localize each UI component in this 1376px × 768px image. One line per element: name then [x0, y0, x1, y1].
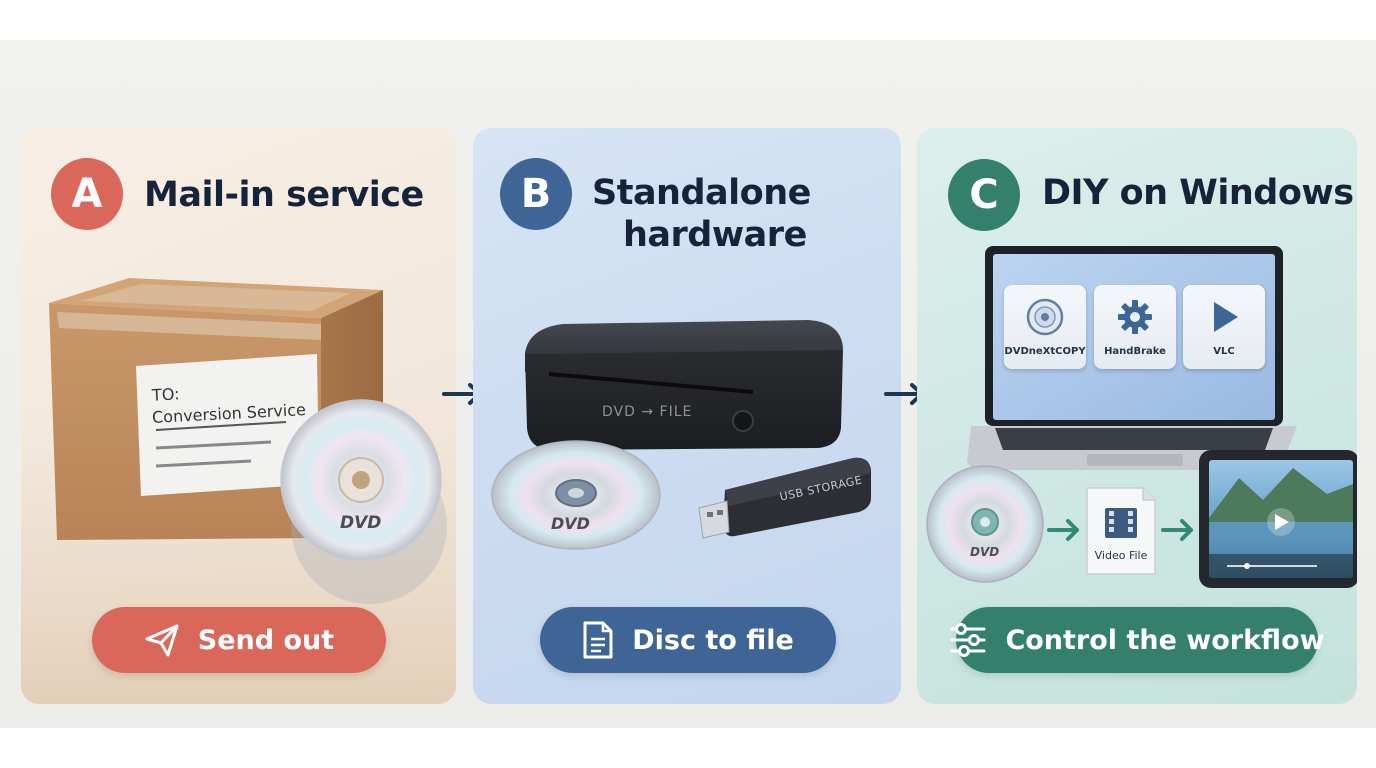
- control-workflow-label: Control the workflow: [1005, 624, 1325, 656]
- app-tile-dvdnextcopy[interactable]: DVDneXtCOPY: [1004, 285, 1086, 369]
- control-workflow-button[interactable]: Control the workflow: [950, 607, 1325, 673]
- app-tile-handbrake[interactable]: HandBrake: [1094, 285, 1176, 369]
- badge-c: C: [948, 159, 1020, 231]
- panel-b-title-line1: Standalone: [592, 173, 811, 213]
- disc-icon: [1026, 298, 1064, 336]
- panel-a-title: Mail-in service: [144, 175, 424, 215]
- disc-to-file-label: Disc to file: [632, 624, 794, 656]
- badge-b: B: [500, 158, 572, 230]
- send-out-button[interactable]: Send out: [92, 607, 386, 673]
- gear-icon: [1118, 300, 1152, 334]
- paper-plane-icon: [145, 624, 179, 657]
- play-icon: [1214, 302, 1238, 332]
- diagram-canvas: A Mail-in service TO: Conversion Service…: [0, 40, 1376, 728]
- panel-standalone-hardware: B Standalone hardware DVD → FILE DVD USB…: [473, 128, 901, 704]
- disc-label-b: DVD: [551, 514, 590, 533]
- panel-c-title: DIY on Windows: [1042, 173, 1354, 213]
- app-label-vlc: VLC: [1213, 346, 1235, 357]
- app-label-handbrake: HandBrake: [1104, 346, 1166, 357]
- device-label: DVD → FILE: [602, 404, 693, 420]
- disc-label-c: DVD: [970, 545, 1000, 559]
- disc-to-file-button[interactable]: Disc to file: [540, 607, 836, 673]
- app-tile-vlc[interactable]: VLC: [1183, 285, 1265, 369]
- video-file-label: Video File: [1094, 549, 1148, 562]
- panel-b-title-line2: hardware: [623, 215, 807, 255]
- badge-a: A: [51, 158, 123, 230]
- mail-in-illustration: [21, 278, 456, 704]
- box-label-to: TO:: [151, 384, 180, 405]
- send-out-label: Send out: [197, 624, 335, 656]
- panel-mail-in-service: A Mail-in service TO: Conversion Service…: [21, 128, 456, 704]
- panel-diy-on-windows: C DIY on Windows DVDneXtCOPY: [917, 128, 1357, 704]
- app-label-dvdnextcopy: DVDneXtCOPY: [1004, 346, 1086, 357]
- sliders-icon: [950, 623, 986, 657]
- hardware-illustration: [491, 320, 871, 550]
- document-icon: [583, 621, 613, 659]
- disc-label-a: DVD: [340, 513, 382, 533]
